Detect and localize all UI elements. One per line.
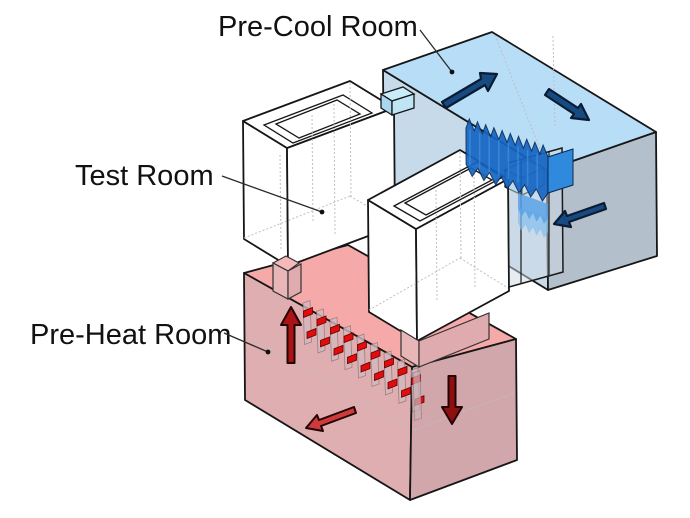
hidden-line (494, 34, 547, 165)
precool-leader-line (419, 29, 453, 73)
coil-body (465, 117, 574, 202)
coil-lower-fins-2 (518, 207, 548, 238)
heat-duct-left (271, 255, 302, 301)
airflow-arrows-cool (440, 71, 608, 229)
preheat-room-label: Pre-Heat Room (30, 319, 231, 351)
heater-slat-plate (412, 369, 422, 422)
coil-fin-stripes (469, 129, 539, 190)
precool-return-arrow (552, 201, 608, 229)
precool-room-label: Pre-Cool Room (218, 11, 418, 43)
precool-flow-arrow-1 (440, 71, 499, 110)
hidden-line (368, 257, 461, 311)
hidden-line (473, 172, 476, 289)
label-precool: Pre-Cool Room (218, 11, 455, 75)
test-leader-line (221, 175, 323, 213)
test-room-box-right (367, 149, 510, 342)
preheat-leader-line (223, 332, 269, 353)
airflow-arrows-heat (280, 306, 463, 432)
test-leader-dot (319, 209, 325, 215)
hidden-line (333, 103, 336, 236)
hidden-line (552, 35, 556, 129)
stub-right (287, 262, 302, 301)
test-room-box-left (242, 80, 396, 267)
testbox1-slot-inner (274, 99, 362, 139)
coil-end-face (547, 148, 574, 194)
hidden-line (548, 196, 655, 233)
preheat-drop-arrow (441, 375, 463, 425)
preheat-right-face (409, 338, 518, 501)
label-preheat: Pre-Heat Room (30, 319, 271, 355)
hidden-line (459, 151, 462, 259)
duct-right (391, 93, 415, 116)
heating-coil-fins (302, 300, 425, 422)
test-room-label: Test Room (75, 160, 214, 192)
testbox1-slot-outer (262, 94, 374, 144)
preheat-leader-dot (265, 349, 271, 355)
cooling-coil-fins (465, 117, 574, 238)
cool-duct-left (379, 86, 416, 117)
precool-leader-dot (449, 69, 455, 75)
preheat-return-arrow (305, 406, 357, 432)
heat-duct-right (400, 312, 490, 369)
hidden-line (349, 82, 352, 197)
precool-flow-arrow-2 (543, 87, 591, 122)
preheat-rise-arrow (280, 306, 302, 364)
hidden-line (413, 392, 515, 431)
coil-lower-fins-1 (518, 193, 548, 224)
hidden-line (311, 114, 314, 223)
hidden-line (246, 335, 409, 429)
hidden-line (459, 257, 509, 289)
hidden-line (243, 195, 351, 239)
testbox2-slot-inner (403, 167, 494, 216)
label-test: Test Room (75, 160, 325, 215)
stub-right (418, 312, 490, 368)
